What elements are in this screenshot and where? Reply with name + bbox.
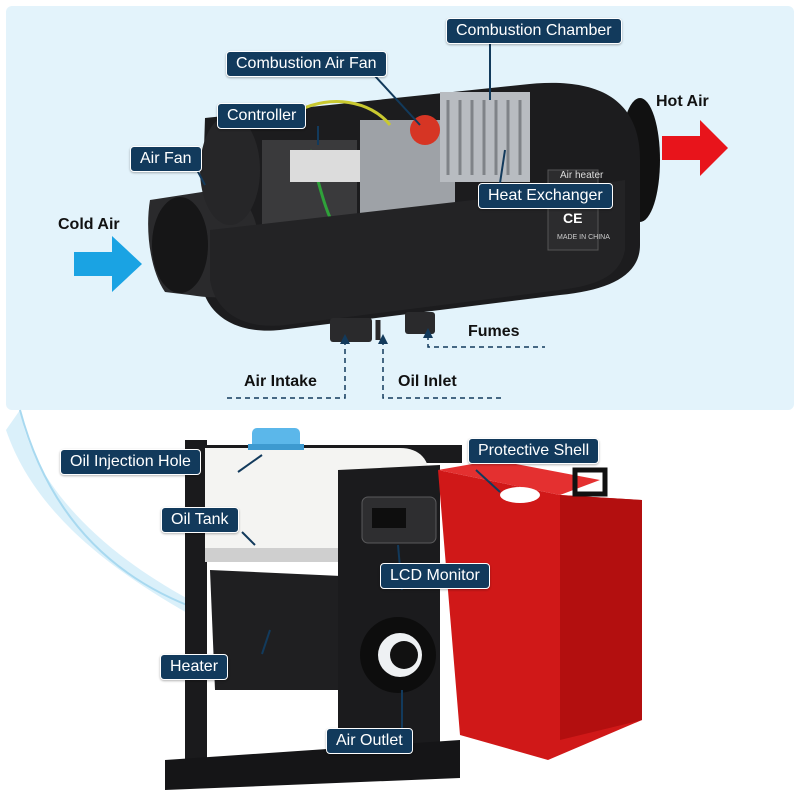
label-heat-exchanger: Heat Exchanger: [478, 183, 613, 209]
hot-air-text: Hot Air: [656, 93, 709, 110]
label-air-fan: Air Fan: [130, 146, 202, 172]
label-protective-shell: Protective Shell: [468, 438, 600, 464]
fumes-text: Fumes: [468, 323, 520, 340]
label-combustion-chamber: Combustion Chamber: [446, 18, 622, 44]
device-model-text: Air heater: [560, 170, 604, 181]
oil-inlet-text: Oil Inlet: [398, 373, 457, 390]
connector-swoosh: [6, 410, 200, 620]
leader-arrowheads: [340, 328, 433, 344]
cold-air-arrow-icon: [74, 236, 142, 292]
label-lcd-monitor: LCD Monitor: [380, 563, 490, 589]
leader-lines-top: [225, 335, 545, 399]
label-oil-tank: Oil Tank: [161, 507, 239, 533]
hot-air-arrow-icon: [662, 120, 728, 176]
heater-assembly: [165, 428, 642, 790]
label-heater: Heater: [160, 654, 229, 680]
air-intake-text: Air Intake: [244, 373, 317, 390]
ce-mark: CE: [563, 210, 583, 226]
label-air-outlet: Air Outlet: [326, 728, 413, 754]
label-combustion-air-fan: Combustion Air Fan: [226, 51, 387, 77]
cold-air-text: Cold Air: [58, 216, 120, 233]
connector-curve: [19, 409, 201, 611]
protective-shell: [438, 460, 642, 760]
label-oil-injection-hole: Oil Injection Hole: [60, 449, 201, 475]
origin-text: MADE IN CHINA: [557, 234, 610, 241]
label-pointers-top: [195, 43, 506, 186]
label-controller: Controller: [217, 103, 307, 129]
